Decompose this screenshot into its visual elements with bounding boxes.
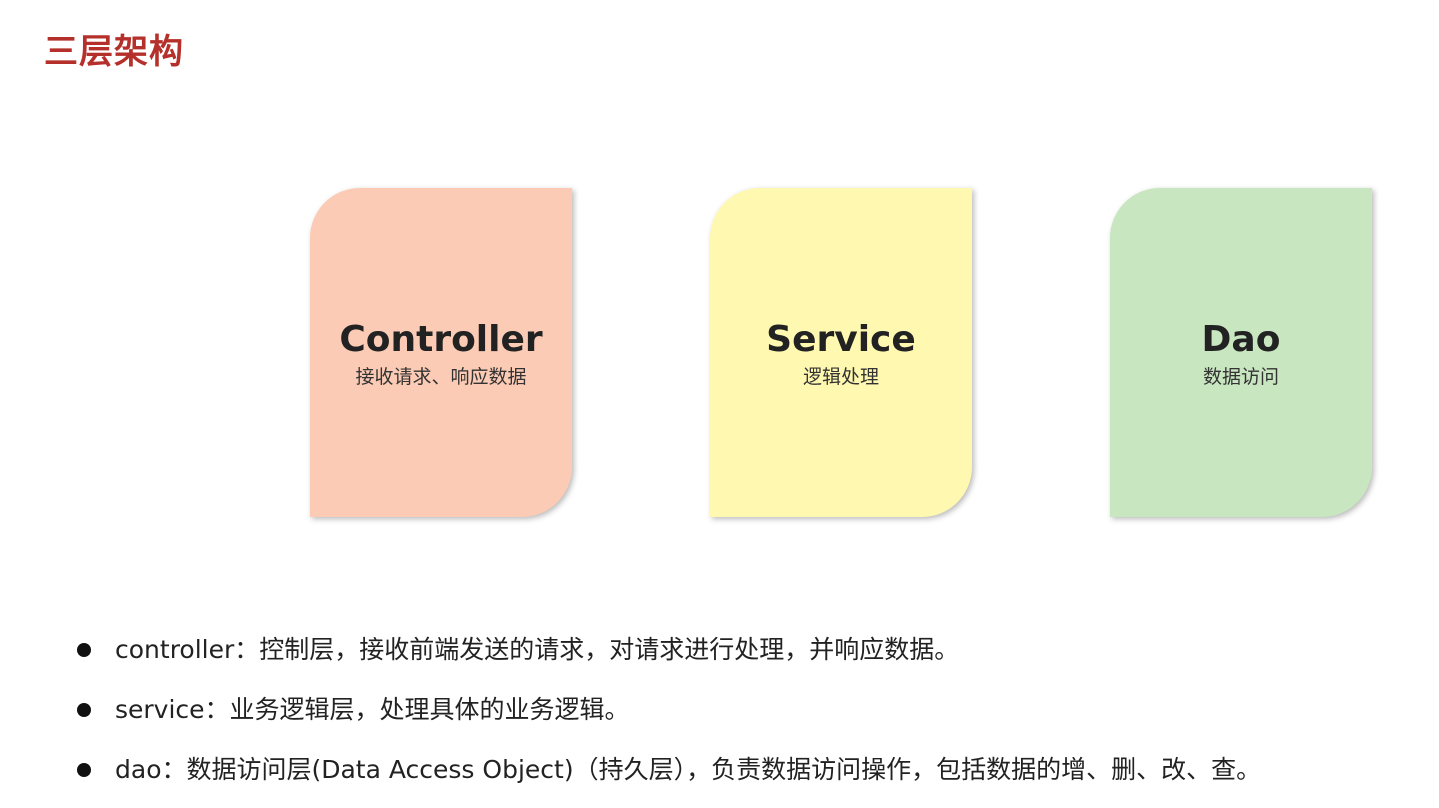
service-layer-card: Service 逻辑处理 — [710, 188, 972, 517]
dao-card-description: 数据访问 — [1202, 366, 1279, 388]
page-title: 三层架构 — [44, 32, 184, 72]
service-card-description: 逻辑处理 — [802, 366, 879, 388]
list-item-text: service：业务逻辑层，处理具体的业务逻辑。 — [115, 695, 630, 724]
dao-card-content: Dao 数据访问 — [1110, 318, 1372, 390]
dao-card-title: Dao — [1201, 319, 1281, 360]
list-item-controller: controller：控制层，接收前端发送的请求，对请求进行处理，并响应数据。 — [74, 628, 1261, 688]
bullet-dot-icon — [77, 763, 91, 777]
dao-layer-card: Dao 数据访问 — [1110, 188, 1372, 517]
service-card-title: Service — [766, 319, 916, 360]
controller-card-description: 接收请求、响应数据 — [355, 366, 527, 388]
list-item-dao: dao：数据访问层(Data Access Object)（持久层），负责数据访… — [74, 748, 1261, 808]
service-card-content: Service 逻辑处理 — [710, 318, 972, 390]
controller-card-content: Controller 接收请求、响应数据 — [310, 318, 572, 390]
bullet-dot-icon — [77, 703, 91, 717]
bullet-dot-icon — [77, 643, 91, 657]
list-item-text: dao：数据访问层(Data Access Object)（持久层），负责数据访… — [115, 755, 1262, 784]
controller-layer-card: Controller 接收请求、响应数据 — [310, 188, 572, 517]
controller-card-title: Controller — [339, 319, 543, 360]
list-item-text: controller：控制层，接收前端发送的请求，对请求进行处理，并响应数据。 — [115, 635, 960, 664]
layer-description-list: controller：控制层，接收前端发送的请求，对请求进行处理，并响应数据。 … — [74, 628, 1261, 808]
list-item-service: service：业务逻辑层，处理具体的业务逻辑。 — [74, 688, 1261, 748]
